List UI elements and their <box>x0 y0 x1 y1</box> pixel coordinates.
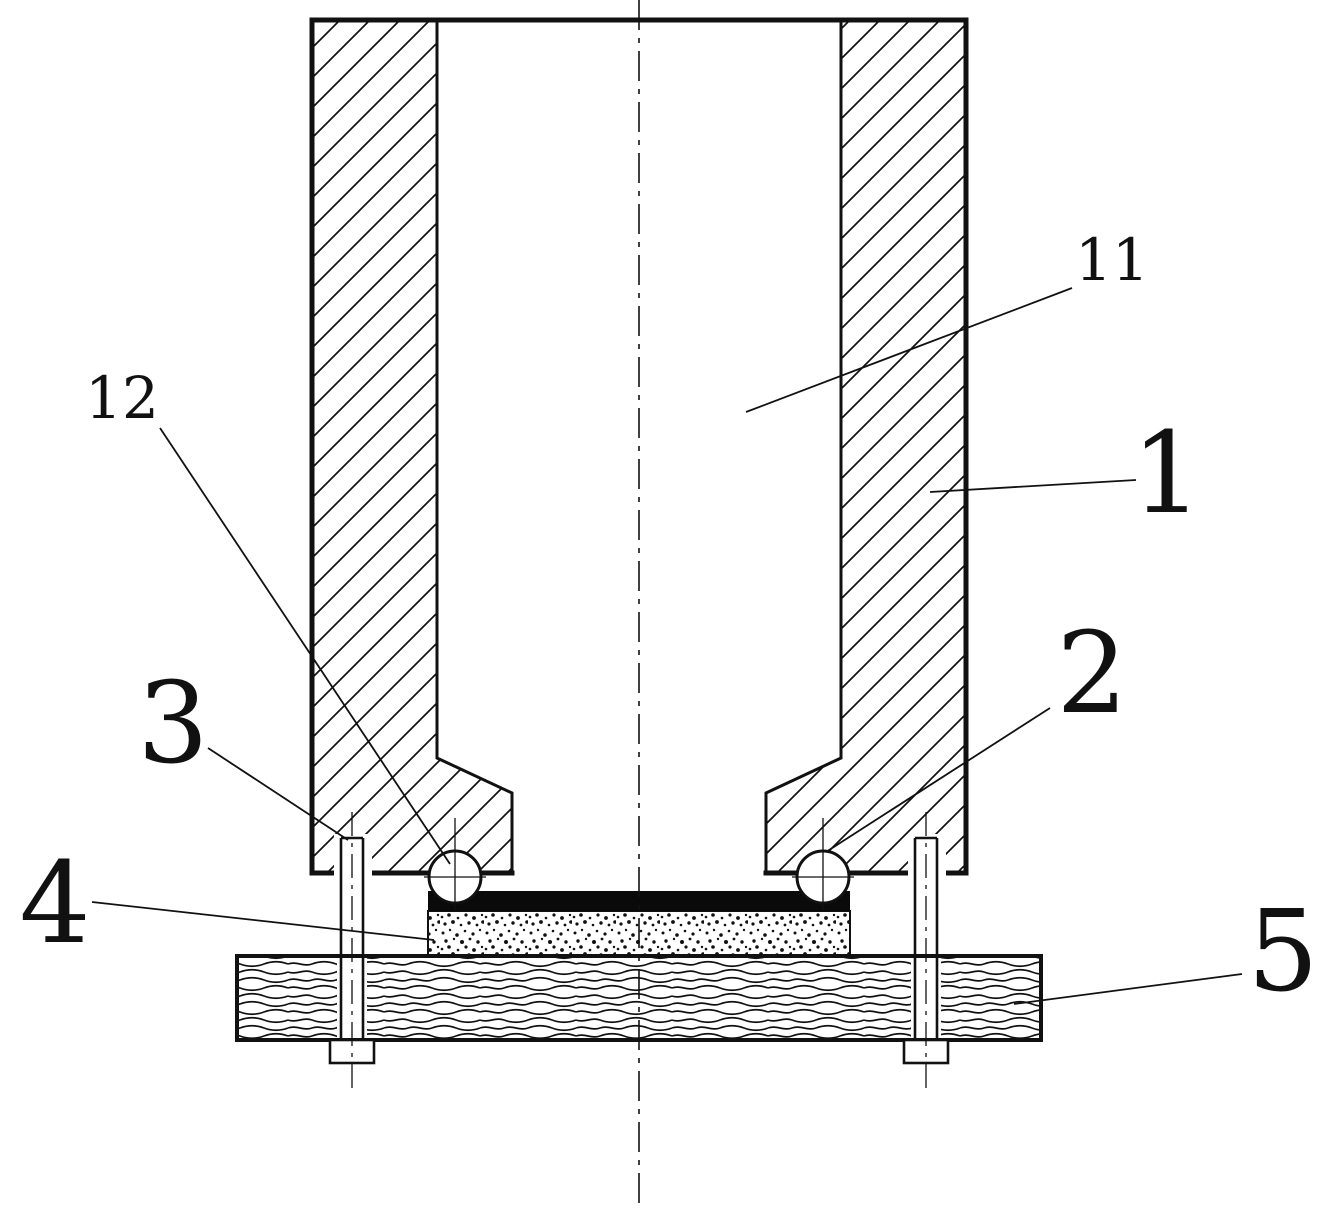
left-ball-crosshair <box>424 818 486 910</box>
label-11: 11 <box>1075 226 1149 294</box>
leader-line-5 <box>1013 973 1243 1005</box>
label-4: 4 <box>19 839 90 969</box>
dark-plate-bar <box>428 891 850 911</box>
leader-line-12 <box>159 427 451 865</box>
label-3: 3 <box>137 659 208 789</box>
inner-bore-outline <box>435 18 843 875</box>
main-body-section <box>312 20 966 873</box>
right-ball-crosshair <box>792 818 854 910</box>
leader-line-11 <box>745 287 1073 413</box>
label-12: 12 <box>85 364 159 432</box>
label-5: 5 <box>1247 887 1318 1017</box>
leader-line-1 <box>929 479 1137 493</box>
right-bolt <box>913 836 939 1040</box>
leader-line-2 <box>825 707 1051 853</box>
leader-line-4 <box>91 901 435 941</box>
leader-line-3 <box>207 747 349 841</box>
label-2: 2 <box>1056 609 1127 739</box>
label-1: 1 <box>1131 409 1202 539</box>
